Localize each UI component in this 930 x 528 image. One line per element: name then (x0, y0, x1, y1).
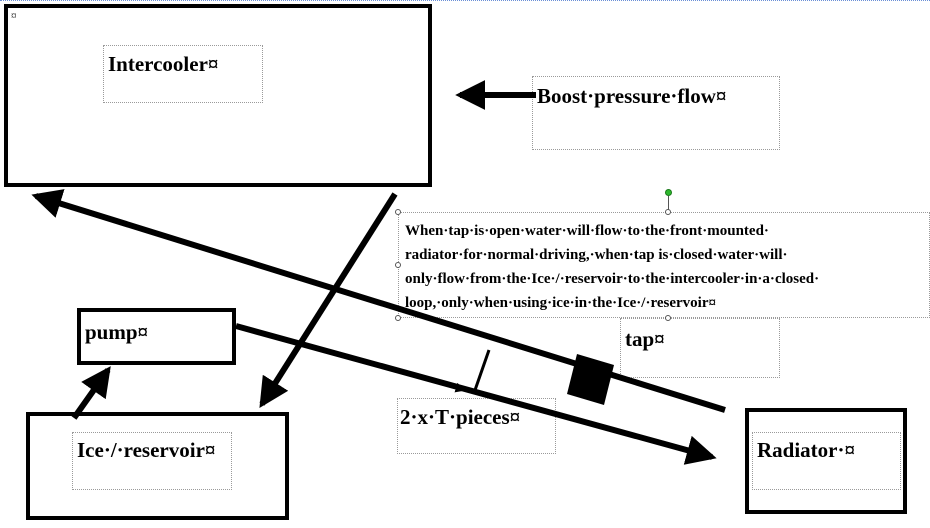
t-pieces-label: 2·x·T·pieces¤ (400, 405, 521, 429)
tap-label: tap¤ (625, 327, 665, 351)
description-line-4: loop,·only·when·using·ice·in·the·Ice·/·r… (405, 295, 716, 311)
description-line-3: only·flow·from·the·Ice·/·reservoir·to·th… (405, 271, 820, 287)
ice-reservoir-label: Ice·/·reservoir¤ (77, 438, 216, 462)
resize-handle-mid-left[interactable] (395, 262, 401, 268)
resize-handle-top-center[interactable] (665, 209, 671, 215)
intercooler-to-reservoir-arrow (259, 192, 398, 409)
radiator-box[interactable] (745, 408, 907, 514)
description-text: When·tap·is·open·water·will·flow·to·the·… (405, 219, 927, 315)
ice-reservoir-label-frame (72, 432, 232, 490)
intercooler-box[interactable] (4, 4, 432, 187)
page-top-rule (0, 0, 930, 4)
intercooler-label-frame (103, 45, 263, 103)
tap-valve-block[interactable] (567, 354, 614, 405)
radiator-label: Radiator·¤ (757, 438, 855, 462)
resize-handle-bottom-left[interactable] (395, 315, 401, 321)
t-piece-connector (472, 349, 491, 394)
boost-label-frame (532, 76, 780, 150)
corner-mark: ¤ (11, 10, 17, 22)
ice-reservoir-box[interactable] (26, 412, 289, 520)
boost-pressure-flow-label: Boost·pressure·flow¤ (537, 84, 727, 108)
rotation-handle-stem (668, 196, 669, 211)
reservoir-to-pump-arrow (71, 366, 111, 420)
rotation-handle[interactable] (665, 189, 672, 196)
intercooler-label: Intercooler¤ (108, 52, 219, 76)
t-pieces-label-frame (397, 398, 556, 454)
description-line-1: When·tap·is·open·water·will·flow·to·the·… (405, 223, 769, 239)
resize-handle-bottom-center[interactable] (665, 315, 671, 321)
resize-handle-top-left[interactable] (395, 209, 401, 215)
pump-label: pump¤ (85, 320, 149, 344)
tap-label-frame (620, 318, 780, 378)
t-piece-bridge-arrow (429, 379, 466, 393)
description-line-2: radiator·for·normal·driving,·when·tap is… (405, 247, 788, 263)
pump-box[interactable] (77, 308, 236, 365)
radiator-label-frame (752, 432, 901, 490)
